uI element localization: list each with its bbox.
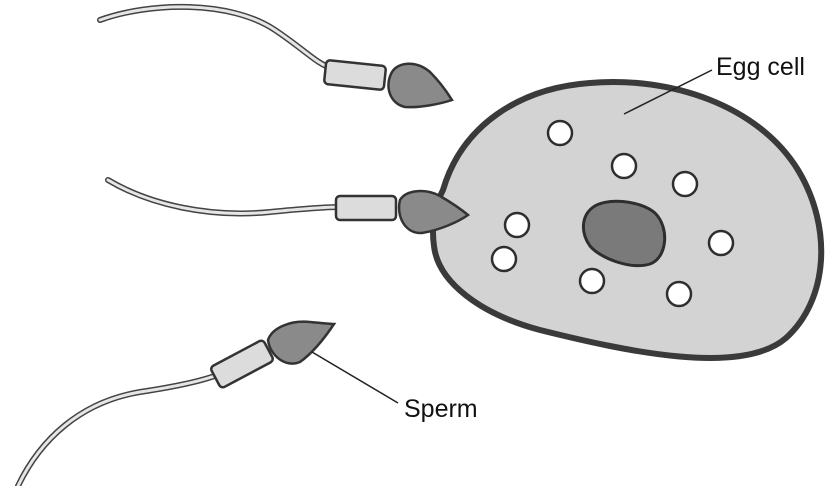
vesicle [612,154,636,178]
sperm-midpiece [210,339,274,388]
sperm-tail-highlight [108,180,340,213]
sperm-middle [108,180,468,233]
sperm-head [268,322,334,364]
vesicle [548,121,572,145]
sperm-bottom [18,322,334,486]
vesicle [492,247,516,271]
sperm-midpiece [336,196,396,220]
sperm-head [388,64,452,107]
sperm-tail-highlight [100,7,332,68]
sperm-top [100,7,452,107]
sperm-leader-line [312,352,398,403]
vesicle [580,269,604,293]
egg-cell-label: Egg cell [716,55,805,80]
vesicle [505,213,529,237]
sperm-tail [18,374,220,486]
vesicle [673,172,697,196]
sperm-tail-highlight [18,374,220,486]
vesicle [709,231,733,255]
vesicle [667,282,691,306]
sperm-tail [100,7,332,68]
sperm-label: Sperm [404,397,478,422]
sperm-midpiece [324,60,386,90]
